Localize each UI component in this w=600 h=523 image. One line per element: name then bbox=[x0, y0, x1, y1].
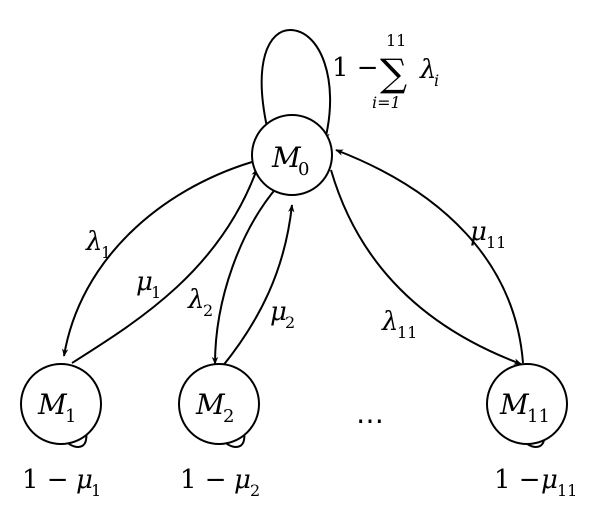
label-mu11: μ 11 bbox=[470, 217, 506, 252]
label-lambda2: λ 2 bbox=[187, 285, 213, 320]
svg-text:1 −: 1 − bbox=[494, 465, 541, 495]
node-m1-symbol: M bbox=[37, 388, 68, 421]
node-m11-symbol: M bbox=[499, 388, 530, 421]
self-loop-m0-term: λ bbox=[419, 55, 436, 85]
svg-text:μ: μ bbox=[470, 217, 487, 247]
node-m11-index: 11 bbox=[527, 406, 550, 427]
node-m2-symbol: M bbox=[195, 388, 226, 421]
svg-text:1: 1 bbox=[151, 283, 161, 302]
node-m0-index: 0 bbox=[298, 159, 309, 180]
svg-text:11: 11 bbox=[486, 233, 506, 252]
svg-text:2: 2 bbox=[285, 313, 295, 332]
svg-text:μ: μ bbox=[270, 297, 287, 327]
edge-lambda11 bbox=[330, 169, 522, 365]
node-m0-symbol: M bbox=[271, 141, 302, 174]
ellipsis: ⋯ bbox=[356, 404, 384, 437]
self-loop-m1-label: 1 − μ 1 bbox=[22, 465, 101, 500]
svg-text:μ: μ bbox=[234, 465, 251, 495]
self-loop-m0-prefix: 1 − bbox=[332, 53, 379, 83]
svg-text:11: 11 bbox=[557, 481, 577, 500]
svg-text:1 −: 1 − bbox=[332, 53, 379, 83]
label-lambda1: λ 1 bbox=[85, 227, 111, 262]
node-m2: M 2 bbox=[178, 363, 260, 445]
node-m2-index: 2 bbox=[223, 406, 234, 427]
self-loop-m0-lower: i=1 bbox=[372, 93, 401, 112]
svg-text:1 −: 1 − bbox=[180, 465, 227, 495]
self-loop-m0-term-sub: i bbox=[434, 71, 439, 90]
edge-lambda1 bbox=[62, 161, 253, 357]
self-loop-m0-label: 1 − 11 ∑ i=1 λ i bbox=[332, 31, 439, 112]
svg-text:λ: λ bbox=[85, 227, 102, 257]
self-loop-m11-label: 1 − μ 11 bbox=[494, 465, 577, 500]
self-loop-m0-edge bbox=[260, 28, 332, 141]
svg-text:1: 1 bbox=[101, 243, 111, 262]
svg-text:μ: μ bbox=[541, 465, 558, 495]
svg-text:2: 2 bbox=[203, 301, 213, 320]
node-m1-index: 1 bbox=[65, 406, 76, 427]
label-mu2: μ 2 bbox=[270, 297, 295, 332]
self-loop-m0-sum: ∑ bbox=[380, 51, 407, 95]
svg-text:μ: μ bbox=[136, 267, 153, 297]
label-lambda11: λ 11 bbox=[381, 307, 417, 342]
svg-text:λ: λ bbox=[381, 307, 398, 337]
label-mu1: μ 1 bbox=[136, 267, 161, 302]
edge-mu2 bbox=[221, 204, 295, 368]
svg-text:μ: μ bbox=[76, 465, 93, 495]
edge-mu11 bbox=[335, 149, 524, 364]
node-m1: M 1 bbox=[20, 363, 102, 445]
svg-text:1 −: 1 − bbox=[22, 465, 69, 495]
svg-text:11: 11 bbox=[397, 323, 417, 342]
node-m11: M 11 bbox=[486, 363, 568, 445]
svg-text:λ: λ bbox=[187, 285, 204, 315]
edge-lambda2 bbox=[211, 185, 279, 365]
svg-text:1: 1 bbox=[91, 481, 101, 500]
edge-mu1 bbox=[71, 168, 258, 364]
self-loop-m0-upper: 11 bbox=[386, 31, 406, 50]
svg-text:2: 2 bbox=[250, 481, 260, 500]
self-loop-m2-label: 1 − μ 2 bbox=[180, 465, 260, 500]
node-m0: M 0 bbox=[251, 114, 333, 196]
